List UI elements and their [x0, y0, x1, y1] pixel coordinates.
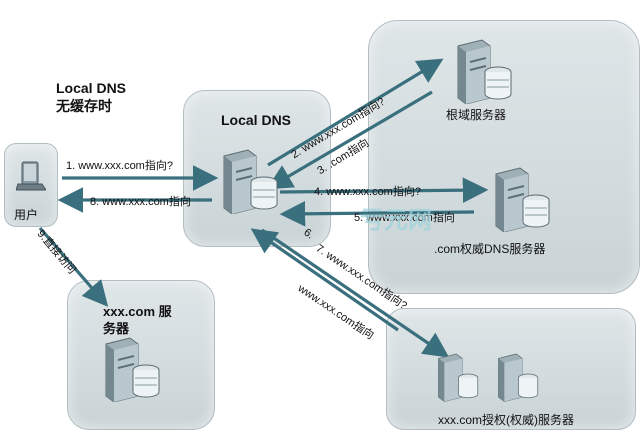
arrow-step5: [279, 200, 475, 227]
arrow-step2: [267, 58, 444, 167]
server-icon: [457, 39, 512, 104]
server-icon: [105, 337, 160, 402]
root-server-label: 根域服务器: [446, 108, 507, 122]
diagram-title-line2: 无缓存时: [56, 98, 112, 114]
dns-servers-panel: [368, 20, 640, 294]
xxx-auth-server-label: xxx.com授权(权威)服务器: [438, 413, 574, 427]
arrow-step3: [266, 90, 433, 190]
target-server-label-line1: xxx.com 服: [103, 304, 172, 319]
arrow-step7: [261, 228, 450, 358]
arrow-step4: [279, 177, 489, 203]
step-8-label: 8. www.xxx.com指向: [90, 196, 191, 208]
server-icon: [498, 353, 539, 402]
user-label: 用户: [14, 208, 39, 222]
step-4-label: 4. www.xxx.com指向?: [314, 186, 421, 198]
server-icon: [438, 353, 479, 402]
local-dns-label: Local DNS: [221, 112, 292, 128]
user-computer-icon: [16, 161, 46, 191]
com-auth-server-label: .com权威DNS服务器: [434, 242, 546, 256]
diagram-title-line1: Local DNS: [56, 80, 127, 96]
arrow-step6: [250, 228, 399, 332]
step-1-label: 1. www.xxx.com指向?: [66, 160, 173, 172]
arrow-step9: [38, 226, 109, 307]
server-icon: [495, 167, 550, 232]
target-server-label-line2: 务器: [103, 321, 130, 336]
watermark: 亏元网: [360, 207, 432, 234]
server-icon: [223, 149, 278, 214]
step-5-label: 5. www.xxx.com指向: [354, 212, 455, 224]
